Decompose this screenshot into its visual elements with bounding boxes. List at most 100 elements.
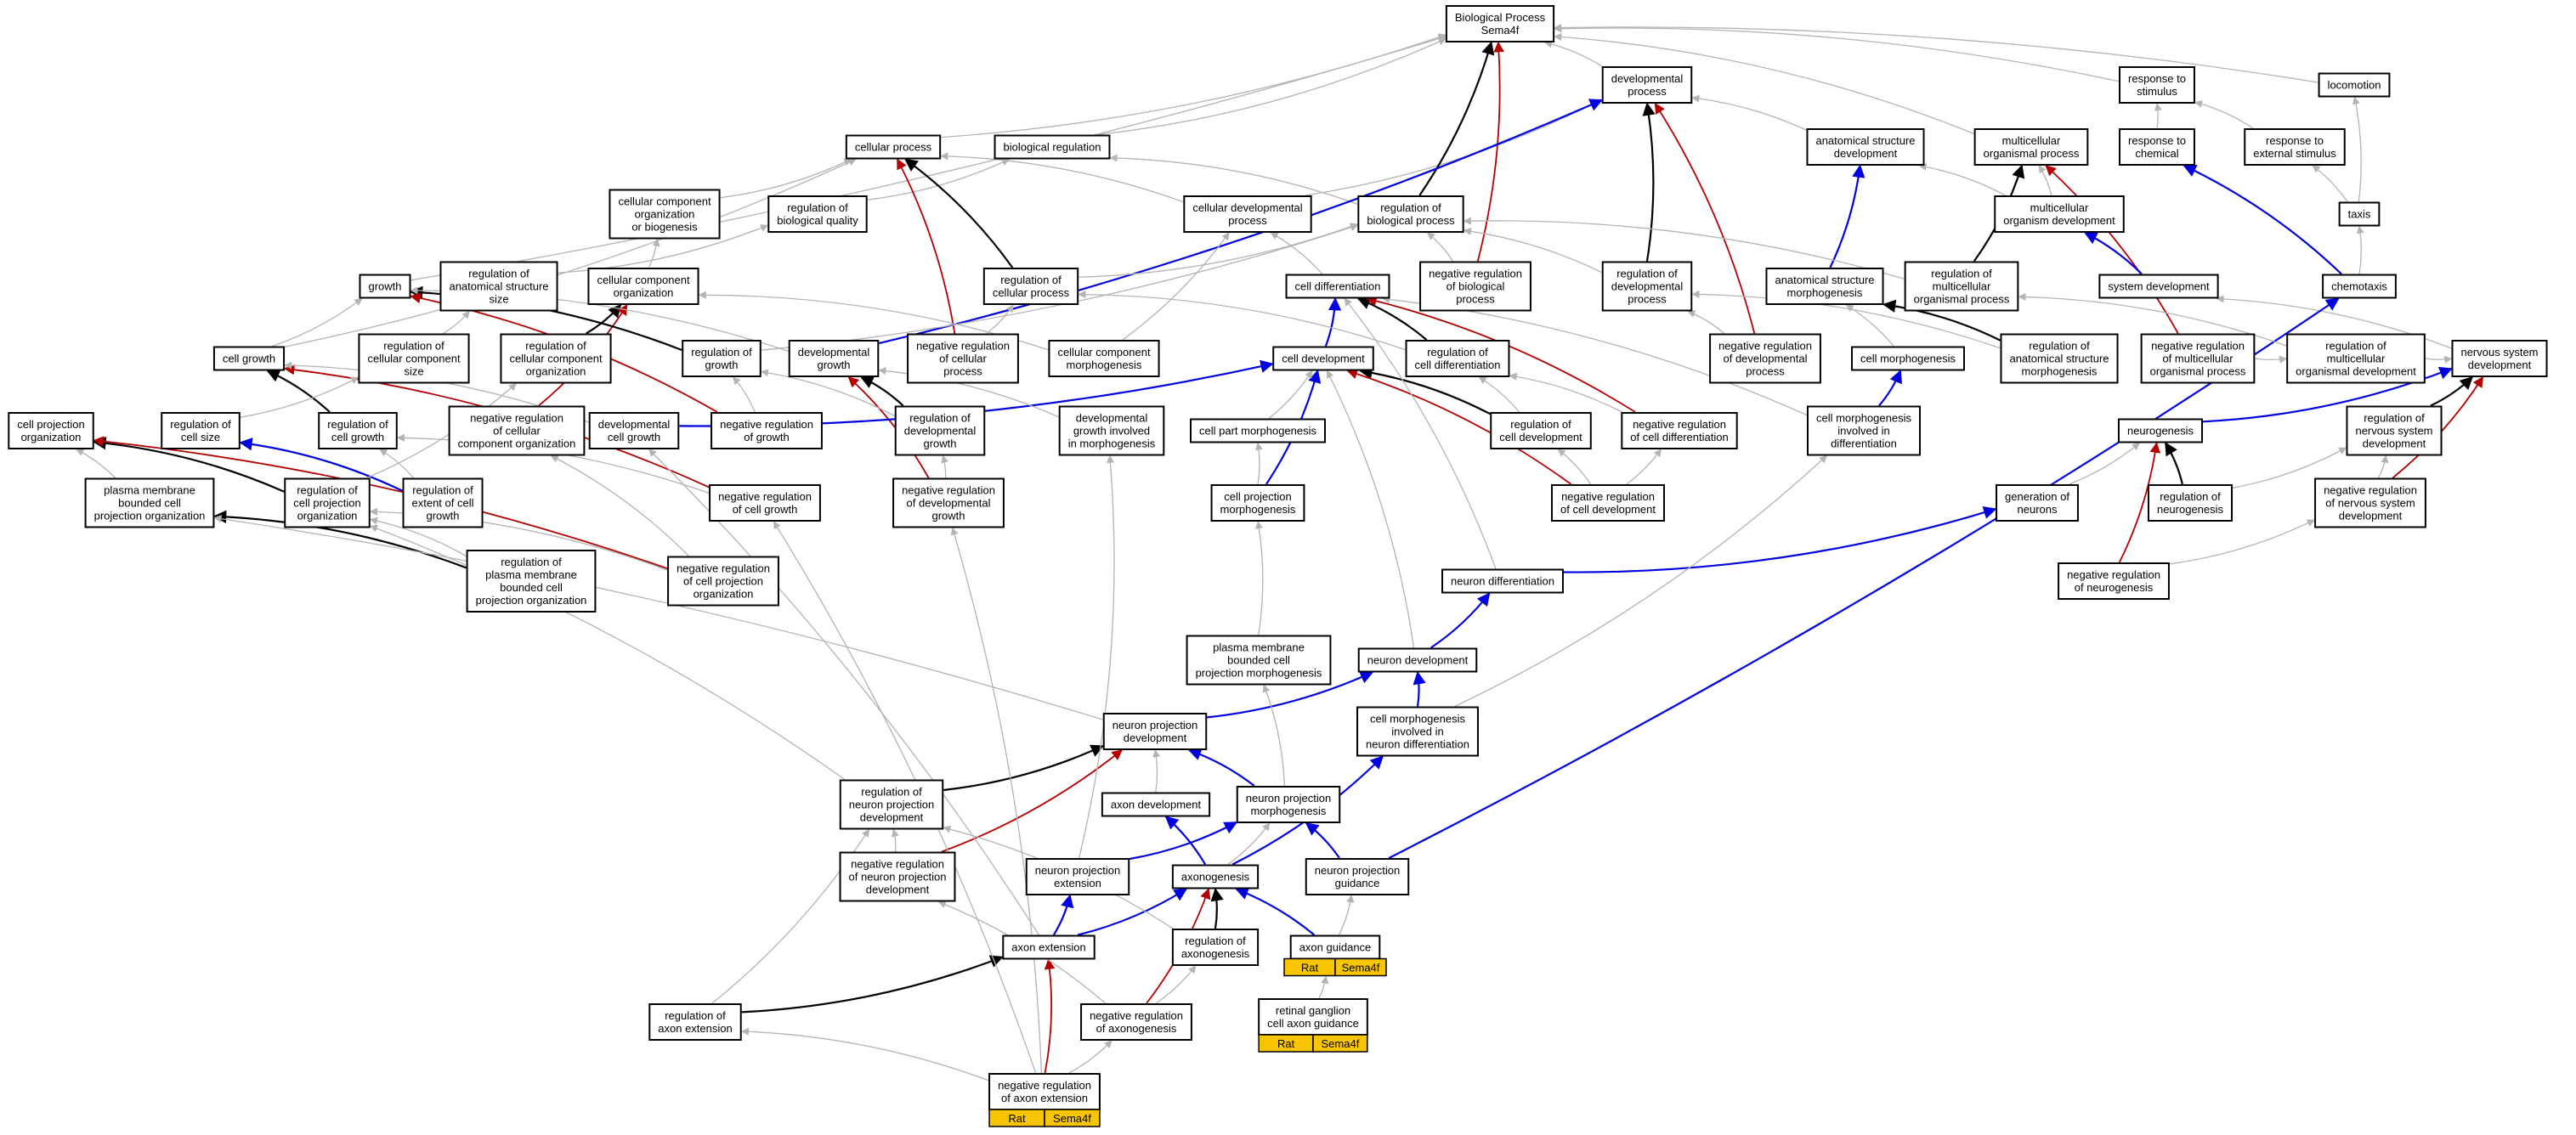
go-term-cell-diff[interactable]: cell differentiation	[1285, 274, 1390, 299]
go-term-axon-ext[interactable]: axon extension	[1002, 935, 1096, 960]
go-term-cell-part-morph[interactable]: cell part morphogenesis	[1189, 418, 1327, 443]
go-term-cell-development[interactable]: cell development	[1272, 346, 1374, 371]
term-box	[1058, 405, 1165, 456]
edge-is-a	[2356, 225, 2364, 274]
edge-is-a	[1478, 376, 1520, 413]
go-term-bio-reg[interactable]: biological regulation	[994, 134, 1111, 160]
go-term-cell-proc[interactable]: cellular process	[845, 134, 942, 160]
edge-regulates	[1430, 592, 1491, 649]
go-term-neuron-dev[interactable]: neuron development	[1357, 647, 1478, 673]
go-term-taxis[interactable]: taxis	[2338, 201, 2381, 227]
go-term-growth[interactable]: growth	[359, 274, 411, 299]
term-label: differentiation	[1831, 438, 1897, 450]
go-term-neuron-diff[interactable]: neuron differentiation	[1441, 568, 1564, 594]
go-term-axon-dev[interactable]: axon development	[1101, 792, 1211, 817]
term-box	[1186, 635, 1332, 686]
edge-is-a	[1318, 975, 1329, 999]
go-term-chemotaxis[interactable]: chemotaxis	[2322, 274, 2397, 299]
go-term-axonogenesis[interactable]: axonogenesis	[1171, 864, 1260, 889]
go-term-cell-morph[interactable]: cell morphogenesis	[1850, 346, 1966, 371]
go-term-sys-dev[interactable]: system development	[2098, 274, 2219, 299]
edge-is-a	[1845, 304, 1894, 347]
go-term-cell-growth[interactable]: cell growth	[212, 346, 286, 371]
edge-is-a	[1626, 449, 1662, 485]
go-term-locomotion[interactable]: locomotion	[2318, 72, 2391, 98]
go-term-neurogenesis[interactable]: neurogenesis	[2117, 418, 2204, 443]
edge-is-a	[1554, 23, 2318, 83]
term-box	[1272, 346, 1374, 371]
edge-is-a	[1096, 37, 1447, 136]
